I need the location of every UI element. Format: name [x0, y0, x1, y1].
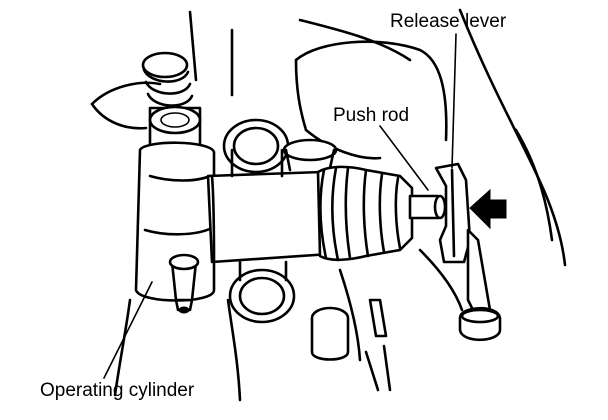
push-rod [408, 194, 447, 220]
upper-mounting-bolt [222, 118, 290, 178]
dust-boot [316, 165, 414, 262]
transmission-housing [90, 8, 567, 402]
lower-stud [310, 298, 392, 392]
release-lever [434, 162, 502, 342]
operating-cylinder-label: Operating cylinder [40, 380, 195, 401]
push-rod-label: Push rod [333, 105, 410, 126]
operating-cylinder-leader [103, 281, 153, 379]
collar [282, 138, 338, 172]
push-direction-arrow-icon [469, 188, 507, 230]
release-lever-leader [451, 33, 457, 169]
push-rod-leader [379, 125, 429, 191]
cylinder-bore [206, 170, 332, 264]
lower-mounting-bolt [228, 260, 296, 324]
operating-cylinder-body [134, 141, 216, 314]
leader-lines [103, 33, 457, 379]
release-lever-label: Release lever [390, 11, 507, 32]
